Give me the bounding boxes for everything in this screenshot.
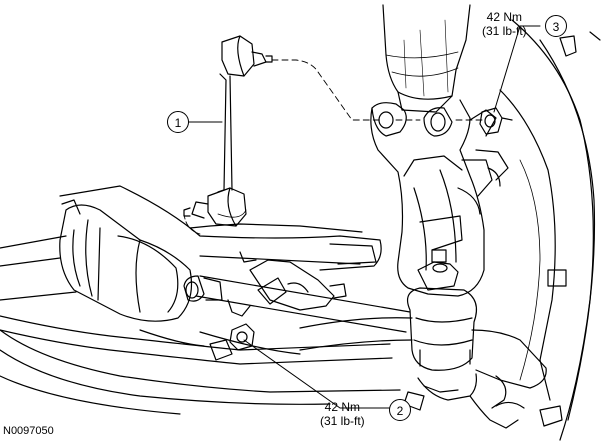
stabilizer-link — [183, 35, 273, 227]
callout-1-circle: 1 — [167, 111, 189, 133]
callout-2-torque-nm: 42 Nm — [324, 400, 361, 414]
callout-3-torque: 42 Nm (31 lb-ft) — [482, 10, 527, 39]
callout-2-circle: 2 — [389, 399, 411, 421]
tie-rod-nut — [229, 323, 255, 351]
steering-gear — [0, 199, 401, 415]
stabilizer-bar — [0, 315, 393, 365]
subframe — [59, 149, 509, 271]
callout-2-torque-lbft: (31 lb-ft) — [320, 413, 365, 428]
figure-id: N0097050 — [3, 425, 54, 437]
callout-3-torque-lbft: (31 lb-ft) — [482, 23, 527, 38]
assembly-lines — [183, 59, 483, 235]
stabilizer-link-nut — [479, 107, 513, 135]
callout-3-torque-nm: 42 Nm — [486, 10, 523, 24]
leader-lines — [187, 25, 541, 409]
strut-assembly — [382, 4, 471, 113]
callout-2-torque: 42 Nm (31 lb-ft) — [320, 400, 365, 429]
callout-3-circle: 3 — [545, 15, 567, 37]
tie-rod-assembly — [183, 259, 411, 333]
brake-rotor — [495, 19, 601, 441]
lower-control-arm — [299, 249, 547, 429]
steering-knuckle — [370, 99, 501, 297]
